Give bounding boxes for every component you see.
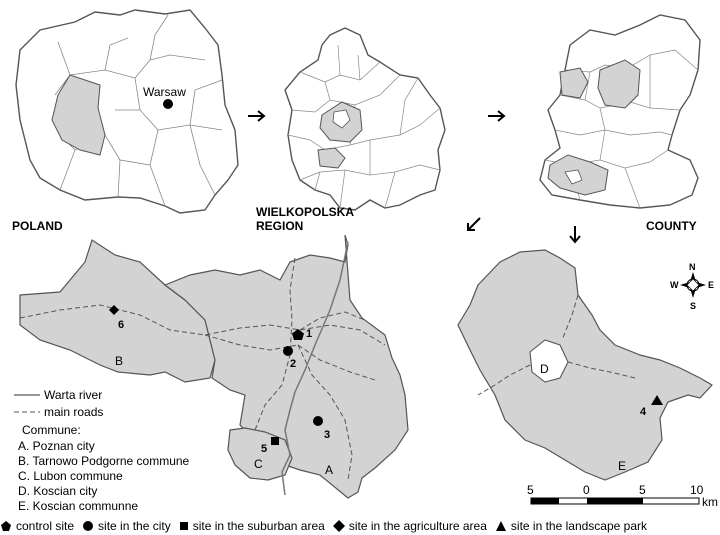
site-label-4: 4 — [640, 406, 647, 418]
commune-a-area — [163, 234, 409, 499]
warta-river — [281, 241, 349, 496]
commune-heading: Commune: — [22, 423, 81, 437]
county-highlight-a — [597, 59, 641, 109]
legend-landscape-label: site in the landscape park — [510, 518, 647, 533]
compass-s: S — [690, 301, 696, 311]
region-koscian-highlight — [317, 147, 346, 169]
triangle-icon — [495, 520, 506, 531]
warsaw-marker — [163, 99, 173, 109]
arrow-right-icon — [488, 110, 506, 122]
arrow-down-icon — [569, 226, 581, 244]
region-map — [284, 27, 446, 211]
site-label-1: 1 — [306, 328, 312, 340]
pentagon-icon — [292, 329, 304, 340]
area-label-a: A — [325, 463, 333, 477]
commune-item-a: A. Poznan city — [18, 439, 95, 453]
site-type-legend: control site site in the city site in th… — [0, 516, 720, 535]
site-marker-5: 5 — [261, 437, 279, 455]
diamond-icon — [109, 305, 119, 315]
scale-tick-1: 0 — [583, 483, 590, 497]
poland-title: POLAND — [12, 219, 63, 233]
main-roads — [19, 257, 386, 481]
site-marker-6: 6 — [109, 305, 124, 331]
poland-wielkopolska-highlight — [51, 74, 106, 156]
scale-bar: 5 0 5 10 km — [527, 483, 718, 509]
scale-tick-3: 10 — [690, 483, 704, 497]
legend-road-label: main roads — [44, 405, 103, 419]
site-label-5: 5 — [261, 443, 267, 455]
region-poznan-city — [332, 109, 351, 129]
legend-agriculture-site: site in the agriculture area — [332, 518, 487, 533]
region-outline — [284, 27, 446, 211]
diamond-icon — [332, 519, 345, 532]
legend-landscape-site: site in the landscape park — [495, 519, 647, 533]
circle-icon — [283, 346, 293, 356]
site-marker-3: 3 — [313, 416, 330, 441]
county-map — [539, 14, 701, 209]
line-legend: Warta river main roads — [14, 388, 103, 419]
compass-w: W — [670, 280, 679, 290]
circle-icon — [313, 416, 323, 426]
site-label-2: 2 — [290, 358, 296, 370]
county-title: COUNTY — [646, 219, 697, 233]
region-title-line1: WIELKOPOLSKA — [256, 205, 354, 219]
poland-map: Warsaw — [15, 9, 239, 214]
poland-outline — [15, 9, 239, 214]
county-koscian-city — [564, 169, 583, 185]
site-marker-4: 4 — [640, 395, 663, 418]
scale-unit: km — [702, 495, 718, 509]
commune-item-d: D. Koscian city — [18, 484, 97, 498]
site-marker-1: 1 — [292, 328, 312, 340]
region-title-line2: REGION — [256, 219, 303, 233]
detail-map-koscian — [457, 249, 713, 481]
commune-e-area — [457, 249, 713, 481]
commune-item-c: C. Lubon commune — [18, 469, 123, 483]
site-marker-2: 2 — [283, 346, 296, 370]
site-label-3: 3 — [324, 429, 330, 441]
legend-agriculture-label: site in the agriculture area — [348, 518, 487, 533]
square-icon — [271, 437, 279, 445]
commune-d-area — [529, 339, 569, 383]
arrow-down-left-icon — [467, 217, 481, 231]
square-icon — [179, 521, 188, 530]
area-label-c: C — [254, 457, 263, 471]
commune-item-e: E. Koscian communne — [18, 499, 138, 513]
legend-control-site: control site — [0, 519, 74, 533]
legend-city-site: site in the city — [82, 519, 171, 533]
triangle-icon — [651, 395, 663, 405]
compass-n: N — [689, 262, 696, 272]
site-label-6: 6 — [118, 319, 124, 331]
legend-suburban-label: site in the suburban area — [192, 518, 325, 533]
compass-rose-icon: N S E W — [670, 262, 714, 311]
koscian-roads — [477, 294, 636, 396]
compass-e: E — [708, 280, 714, 290]
arrow-right-icon — [248, 110, 266, 122]
area-label-d: D — [540, 362, 549, 376]
scale-tick-2: 5 — [639, 483, 646, 497]
legend-control-label: control site — [16, 518, 75, 533]
commune-legend: Commune: A. Poznan city B. Tarnowo Podgo… — [18, 423, 190, 513]
commune-item-b: B. Tarnowo Podgorne commune — [18, 454, 190, 468]
scale-tick-0: 5 — [527, 483, 534, 497]
county-highlight-b — [559, 67, 589, 99]
warsaw-label: Warsaw — [143, 85, 186, 99]
circle-icon — [83, 520, 94, 531]
legend-river-label: Warta river — [44, 388, 102, 402]
area-label-e: E — [618, 459, 626, 473]
pentagon-icon — [1, 520, 11, 531]
legend-city-label: site in the city — [98, 518, 171, 533]
area-label-b: B — [115, 354, 123, 368]
legend-suburban-site: site in the suburban area — [179, 519, 325, 533]
